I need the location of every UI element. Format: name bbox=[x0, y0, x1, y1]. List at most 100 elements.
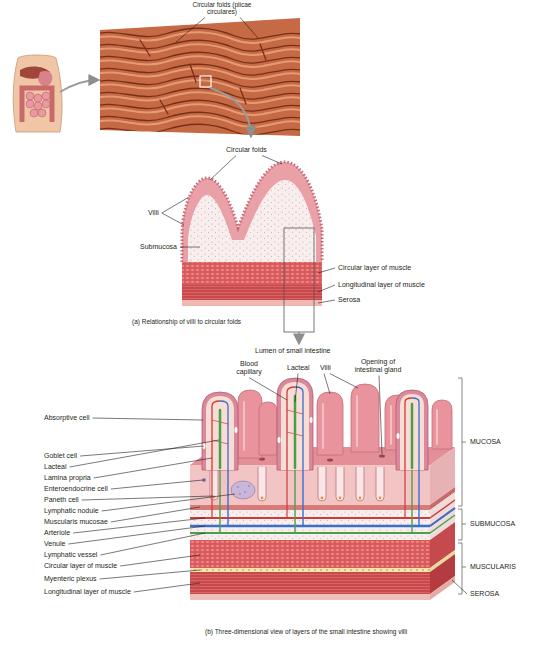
leader-line bbox=[68, 17, 467, 594]
intestine-block bbox=[310, 417, 313, 423]
layer-bracket bbox=[458, 378, 466, 506]
intestine-block bbox=[228, 470, 419, 526]
folds-photo bbox=[95, 100, 305, 111]
intestine-block bbox=[235, 427, 238, 433]
intestine-block bbox=[277, 378, 313, 470]
fold-section bbox=[284, 228, 314, 332]
intestine-block bbox=[321, 497, 324, 500]
intestine-block bbox=[190, 525, 430, 528]
intestine-block bbox=[396, 390, 428, 470]
leader-line bbox=[249, 378, 287, 400]
intestine-block bbox=[278, 437, 281, 443]
leader-line bbox=[330, 374, 358, 388]
intestine-block bbox=[210, 467, 384, 501]
intestine-block bbox=[219, 410, 222, 468]
zoom-arrow bbox=[298, 332, 300, 343]
intestine-block bbox=[206, 396, 234, 470]
intestine-block bbox=[231, 481, 255, 499]
intestine-block bbox=[202, 392, 238, 470]
layer-bracket bbox=[458, 378, 466, 594]
leader-line bbox=[318, 285, 335, 292]
intestine-block bbox=[287, 387, 295, 470]
zoom-arrow bbox=[210, 88, 251, 136]
folds-photo bbox=[95, 40, 305, 51]
leader-line bbox=[68, 526, 205, 544]
fold-section bbox=[188, 180, 316, 262]
callout-label: Longitudinal layer of muscle bbox=[44, 588, 131, 596]
intestine-block bbox=[436, 410, 438, 444]
intestine-block bbox=[430, 515, 455, 533]
callout-label: Lamina propria bbox=[44, 474, 91, 482]
intestine-block bbox=[237, 486, 239, 488]
callout-label: Villi bbox=[320, 364, 331, 372]
fold-section bbox=[182, 162, 322, 262]
callout-label: Villi bbox=[148, 209, 159, 217]
callout-label: Circular folds (plicae circulares) bbox=[190, 1, 254, 16]
body-figure bbox=[30, 109, 38, 117]
callout-label: Blood capillary bbox=[230, 360, 268, 376]
intestine-block bbox=[220, 470, 412, 533]
intestine-block bbox=[190, 505, 430, 510]
intestine-block bbox=[339, 497, 342, 500]
leader-line bbox=[134, 583, 200, 592]
callout-label: Venule bbox=[44, 540, 65, 548]
leader-line bbox=[111, 507, 200, 522]
intestine-block bbox=[379, 455, 385, 458]
folds-photo bbox=[95, 64, 305, 75]
leader-line bbox=[111, 480, 203, 489]
intestine-block bbox=[322, 404, 324, 448]
layer-name: MUCOSA bbox=[470, 438, 501, 446]
layer-name: SUBMUCOSA bbox=[470, 520, 515, 528]
body-figure bbox=[13, 55, 62, 132]
callout-label: Submucosa bbox=[140, 243, 177, 251]
folds-photo bbox=[200, 76, 211, 87]
folds-photo bbox=[95, 32, 305, 127]
intestine-block bbox=[220, 401, 228, 470]
intestine-block bbox=[190, 540, 430, 568]
intestine-block bbox=[432, 400, 452, 449]
callout-label: Longitudinal layer of muscle bbox=[338, 281, 425, 289]
callout-label: Paneth cell bbox=[44, 496, 79, 504]
intestine-block bbox=[295, 387, 303, 470]
leader-line bbox=[452, 580, 467, 594]
intestine-block bbox=[237, 485, 250, 495]
intestine-block bbox=[190, 378, 455, 600]
folds-photo bbox=[95, 28, 305, 135]
leader-line bbox=[324, 374, 330, 394]
intestine-block bbox=[411, 404, 414, 468]
figure-caption: (a) Relationship of villi to circular fo… bbox=[132, 318, 241, 325]
body-figure bbox=[34, 94, 42, 102]
body-figure bbox=[42, 92, 50, 100]
intestine-block bbox=[190, 594, 430, 600]
body-figure bbox=[34, 102, 42, 110]
callout-label: Serosa bbox=[338, 296, 360, 304]
leader-line bbox=[102, 494, 235, 511]
callout-label: Lymphatic vessel bbox=[44, 551, 97, 559]
intestine-block bbox=[277, 378, 313, 470]
callout-label: Arteriole bbox=[44, 529, 70, 537]
body-figure bbox=[26, 92, 34, 100]
callout-label: Lacteal bbox=[44, 463, 67, 471]
intestine-block bbox=[190, 517, 430, 519]
folds-photo bbox=[95, 52, 305, 63]
leader-line bbox=[70, 440, 219, 467]
intestine-block bbox=[190, 572, 430, 594]
leader-line bbox=[162, 197, 189, 213]
leader-line bbox=[94, 458, 212, 478]
intestine-block bbox=[243, 402, 245, 450]
leader-line bbox=[240, 17, 258, 38]
leader-line bbox=[100, 533, 205, 555]
intestine-block bbox=[400, 394, 424, 470]
figure-caption: (b) Three-dimensional view of layers of … bbox=[205, 628, 407, 635]
callout-label: Enteroendocrine cell bbox=[44, 485, 108, 493]
intestine-block bbox=[190, 568, 430, 572]
leader-line bbox=[295, 374, 298, 402]
folds-photo bbox=[95, 124, 305, 135]
leader-line bbox=[120, 555, 200, 566]
body-figure bbox=[42, 100, 50, 108]
intestine-block bbox=[212, 470, 405, 518]
intestine-block bbox=[261, 497, 264, 500]
intestine-block bbox=[396, 390, 428, 470]
leader-line bbox=[176, 17, 205, 42]
